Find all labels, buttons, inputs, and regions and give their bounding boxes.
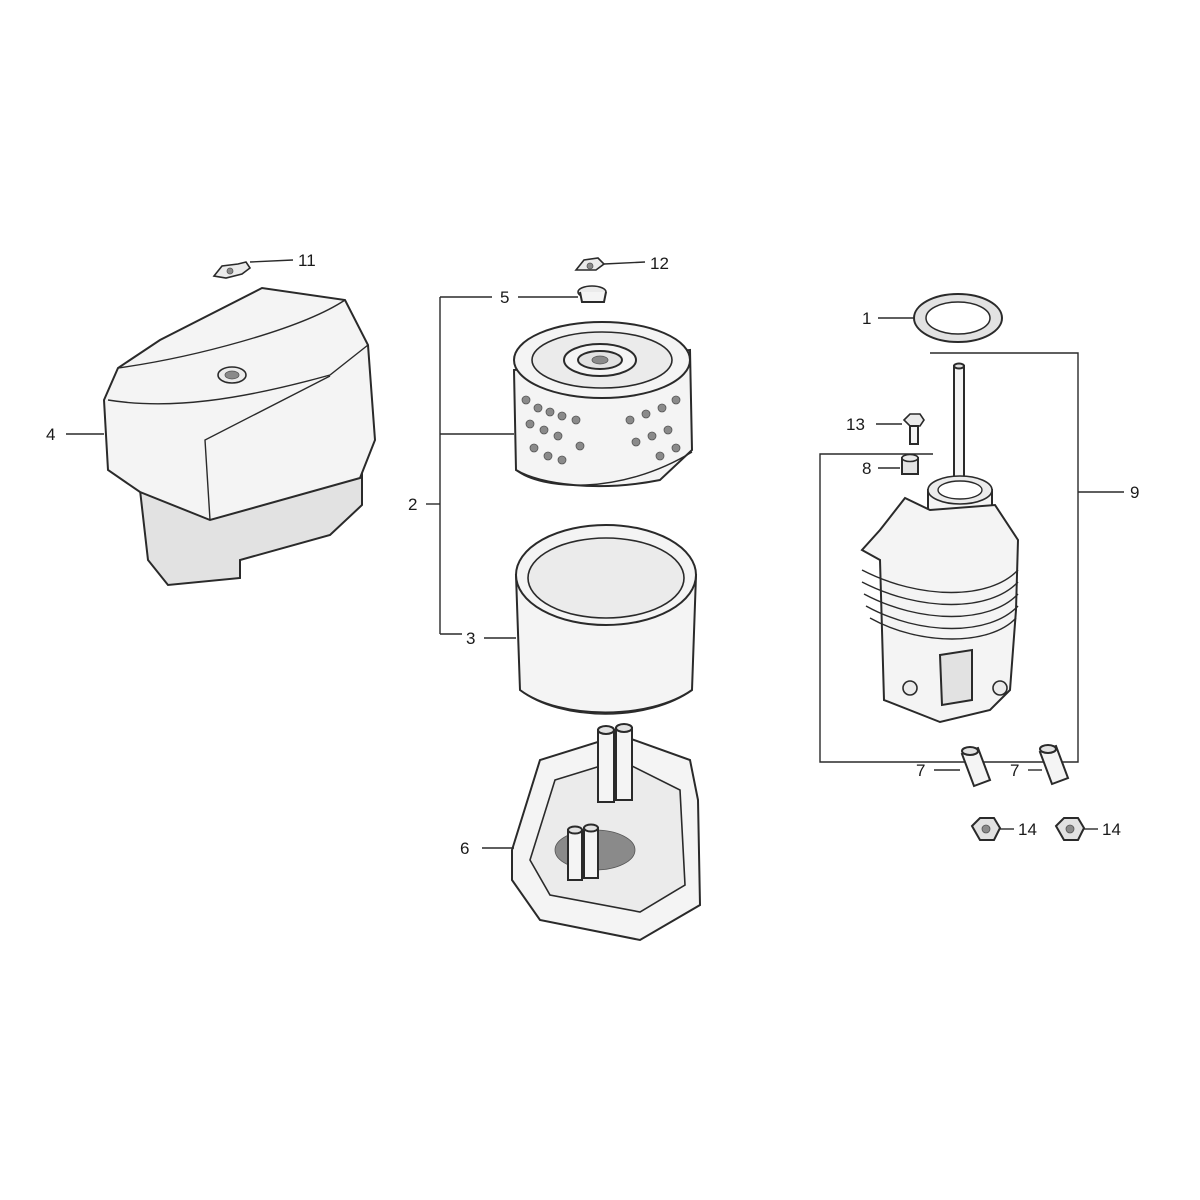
part-14-nut-b bbox=[1054, 817, 1098, 841]
callout-14b: 14 bbox=[1102, 820, 1121, 839]
callout-11: 11 bbox=[298, 251, 316, 270]
perforations bbox=[521, 395, 681, 465]
callout-labels: 11 12 5 4 2 3 6 1 13 8 9 7 7 14 14 bbox=[46, 251, 1139, 858]
callout-7b: 7 bbox=[1010, 761, 1019, 780]
part-3-foam-element bbox=[484, 524, 698, 715]
part-7-pipe-b bbox=[1028, 744, 1070, 786]
part-9-bracket bbox=[819, 352, 1124, 763]
callout-7a: 7 bbox=[916, 761, 925, 780]
callout-4: 4 bbox=[46, 425, 55, 444]
callout-8: 8 bbox=[862, 459, 871, 478]
part-4-air-cleaner-cover bbox=[66, 286, 377, 587]
part-6-base bbox=[482, 723, 702, 942]
part-5-wing-nut bbox=[518, 285, 607, 303]
part-1-gasket bbox=[878, 293, 1003, 343]
part-14-nut-a bbox=[970, 817, 1014, 841]
callout-6: 6 bbox=[460, 839, 469, 858]
part-8-collar bbox=[878, 453, 919, 475]
part-13-bolt bbox=[876, 413, 925, 445]
part-2-bracket bbox=[426, 296, 514, 635]
callout-3: 3 bbox=[466, 629, 475, 648]
part-9-case bbox=[860, 362, 1020, 724]
callout-13: 13 bbox=[846, 415, 865, 434]
callout-14a: 14 bbox=[1018, 820, 1037, 839]
callout-2: 2 bbox=[408, 495, 417, 514]
part-11-clip bbox=[212, 259, 294, 279]
callout-5: 5 bbox=[500, 288, 509, 307]
callout-1: 1 bbox=[862, 309, 871, 328]
callout-9: 9 bbox=[1130, 483, 1139, 502]
callout-12: 12 bbox=[650, 254, 669, 273]
part-12-clip bbox=[574, 257, 646, 271]
part-2-paper-element bbox=[512, 321, 694, 488]
part-7-pipe-a bbox=[934, 746, 992, 788]
